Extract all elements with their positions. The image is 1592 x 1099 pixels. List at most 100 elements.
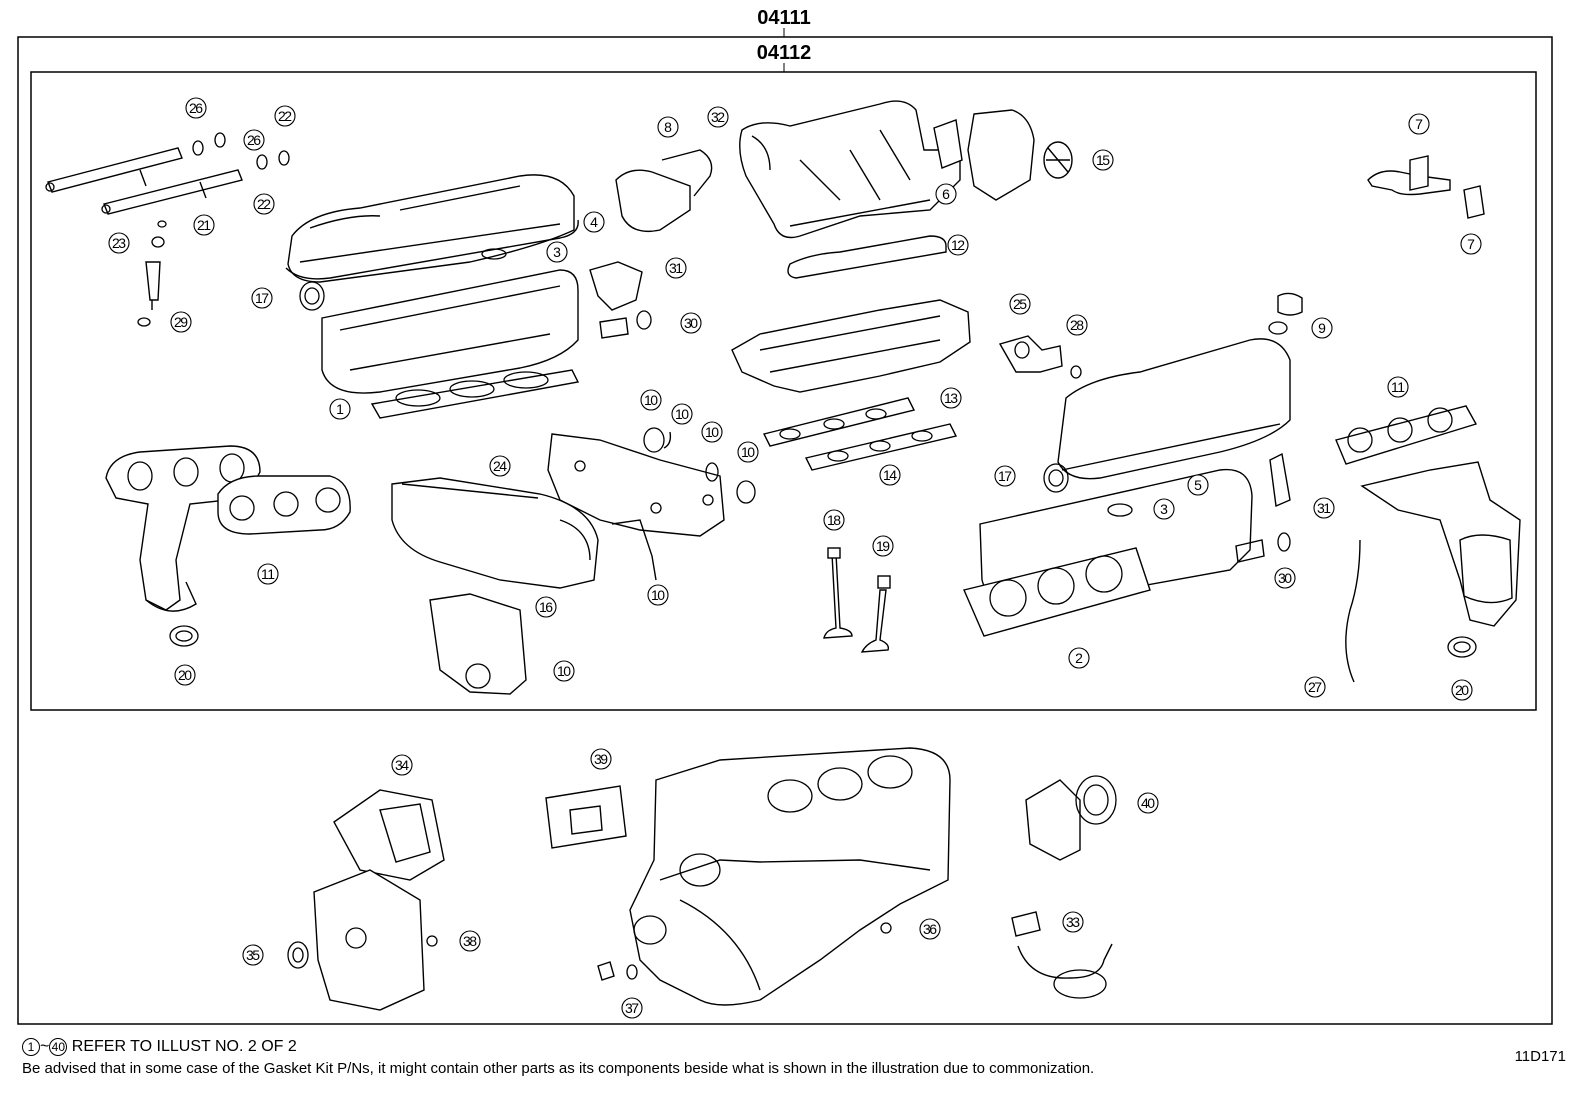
callout-bubble [1313,497,1335,519]
callout-1: 1 [329,398,351,420]
callout-bubble [174,664,196,686]
camshaft-seal-lh [299,281,325,311]
footer-refer-note: 1~40 REFER TO ILLUST NO. 2 OF 2 [22,1038,297,1056]
egr-pipe [1367,170,1451,196]
fuel-injector [145,261,161,310]
callout-number: 16 [539,599,553,615]
callout-bubble [243,129,265,151]
callout-19: 19 [872,535,894,557]
callout-8: 8 [657,116,679,138]
callout-bubble [170,311,192,333]
callout-11: 11 [257,563,279,585]
callout-7: 7 [1460,233,1482,255]
callout-bubble [1451,679,1473,701]
callout-bubble [553,660,575,682]
callout-bubble [1092,149,1114,171]
part-illustrations [45,100,1521,1011]
callout-number: 26 [247,132,261,148]
callout-36: 36 [919,918,941,940]
callout-bubble [1187,474,1209,496]
callout-7: 7 [1408,113,1430,135]
plug-seal-lh [481,248,507,260]
callout-26: 26 [185,97,207,119]
callout-number: 24 [493,458,507,474]
callout-11: 11 [1387,376,1409,398]
callout-bubble [274,105,296,127]
callout-5: 5 [1187,474,1209,496]
callout-25: 25 [1009,293,1031,315]
timing-belt-cover [391,477,599,589]
callout-number: 7 [1467,236,1475,252]
callout-10: 10 [553,660,575,682]
oil-seal-10b [705,462,719,482]
callout-number: 17 [255,290,269,306]
callout-number: 20 [1455,682,1469,698]
callout-35: 35 [242,944,264,966]
callout-bubble [1274,567,1296,589]
callout-bubble [737,441,759,463]
callout-10: 10 [671,403,693,425]
callout-number: 3 [553,244,561,260]
callout-20: 20 [1451,679,1473,701]
callout-20: 20 [174,664,196,686]
callout-bubble [251,287,273,309]
callout-number: 20 [178,667,192,683]
callout-bubble [707,106,729,128]
callout-number: 10 [675,406,689,422]
rear-oil-seal [1075,775,1117,825]
callout-10: 10 [647,584,669,606]
callout-bubble [665,257,687,279]
callout-number: 10 [651,587,665,603]
water-outlet [998,335,1063,373]
callout-number: 19 [876,538,890,554]
callout-4: 4 [583,211,605,233]
callout-number: 10 [644,392,658,408]
callout-number: 1 [336,401,344,417]
callout-bubble [701,421,723,443]
callout-number: 10 [741,444,755,460]
callout-bubble [1311,317,1333,339]
callout-22: 22 [253,193,275,215]
callout-bubble [994,465,1016,487]
plug-lh [599,317,629,339]
inner-kit-code: 04112 [757,42,812,64]
callout-number: 6 [942,186,950,202]
exhaust-gasket-rh [1335,405,1478,465]
dipstick-guide [1345,539,1361,683]
callout-14: 14 [879,464,901,486]
callout-number: 22 [257,196,271,212]
callout-number: 36 [923,921,937,937]
callout-bubble [940,387,962,409]
drain-plug-gasket [880,922,892,934]
callout-10: 10 [737,441,759,463]
callout-bubble [185,97,207,119]
callout-number: 10 [557,663,571,679]
exhaust-gasket-lh [217,475,351,535]
illustration-code: 11D171 [1514,1048,1566,1065]
callout-number: 7 [1415,116,1423,132]
callout-6: 6 [935,183,957,205]
camshaft-seal-rh [1043,463,1069,493]
callout-16: 16 [535,596,557,618]
fuel-delivery-pipes [45,147,243,215]
callout-number: 31 [669,260,683,276]
callout-number: 5 [1194,477,1202,493]
oil-strainer [1011,911,1041,937]
callout-bubble [459,930,481,952]
callout-bubble [680,312,702,334]
callout-number: 31 [1317,500,1331,516]
callout-number: 22 [278,108,292,124]
callout-bubble [1062,911,1084,933]
callout-number: 39 [594,751,608,767]
callout-31: 31 [1313,497,1335,519]
callout-number: 17 [998,468,1012,484]
callout-34: 34 [391,754,413,776]
callout-bubble [935,183,957,205]
callout-number: 26 [189,100,203,116]
callout-13: 13 [940,387,962,409]
callout-number: 40 [1141,795,1155,811]
oil-seal-10c [736,480,756,504]
callout-number: 9 [1318,320,1326,336]
callout-9: 9 [1311,317,1333,339]
callout-bubble [590,748,612,770]
